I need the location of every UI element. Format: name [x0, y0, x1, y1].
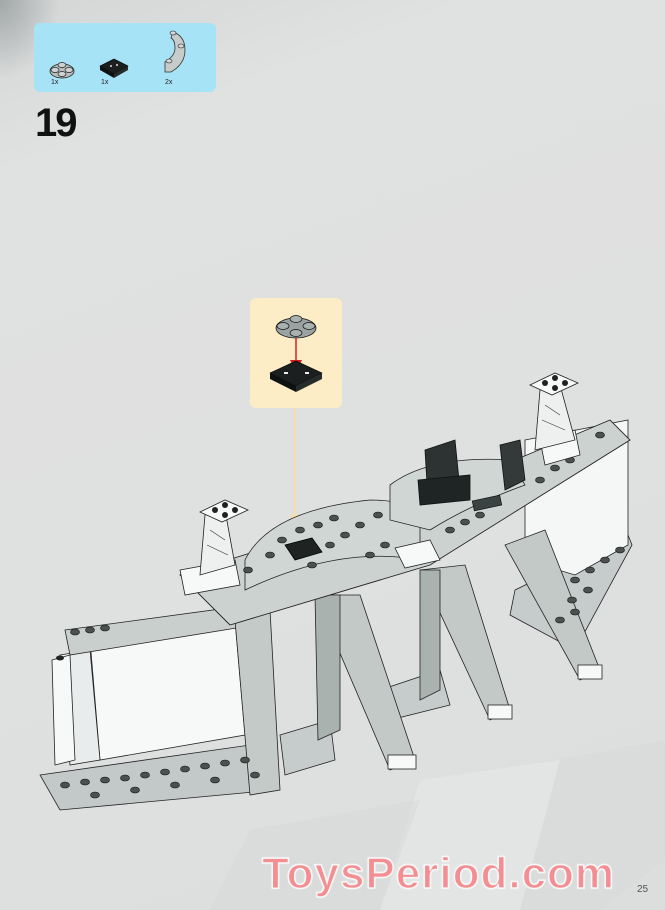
page-number: 25 [637, 884, 649, 895]
round-plate-icon [275, 315, 317, 339]
right-antenna-tower [529, 372, 581, 466]
part-quantity: 2x [165, 79, 173, 86]
round-plate-icon [49, 62, 75, 79]
parts-list-callout: 1x 1x 2x [34, 23, 216, 92]
sub-assembly-callout [250, 298, 342, 408]
jumper-plate-icon [99, 58, 129, 78]
sub-assembly-drawing [269, 315, 323, 392]
watermark-text: ToysPeriod.com [261, 849, 616, 898]
curved-brick-icon [164, 30, 186, 73]
jumper-plate-icon [269, 360, 323, 392]
part-quantity: 1x [101, 79, 109, 86]
step-number: 19 [35, 101, 77, 145]
left-antenna-tower [179, 499, 249, 596]
part-quantity: 1x [51, 79, 59, 86]
